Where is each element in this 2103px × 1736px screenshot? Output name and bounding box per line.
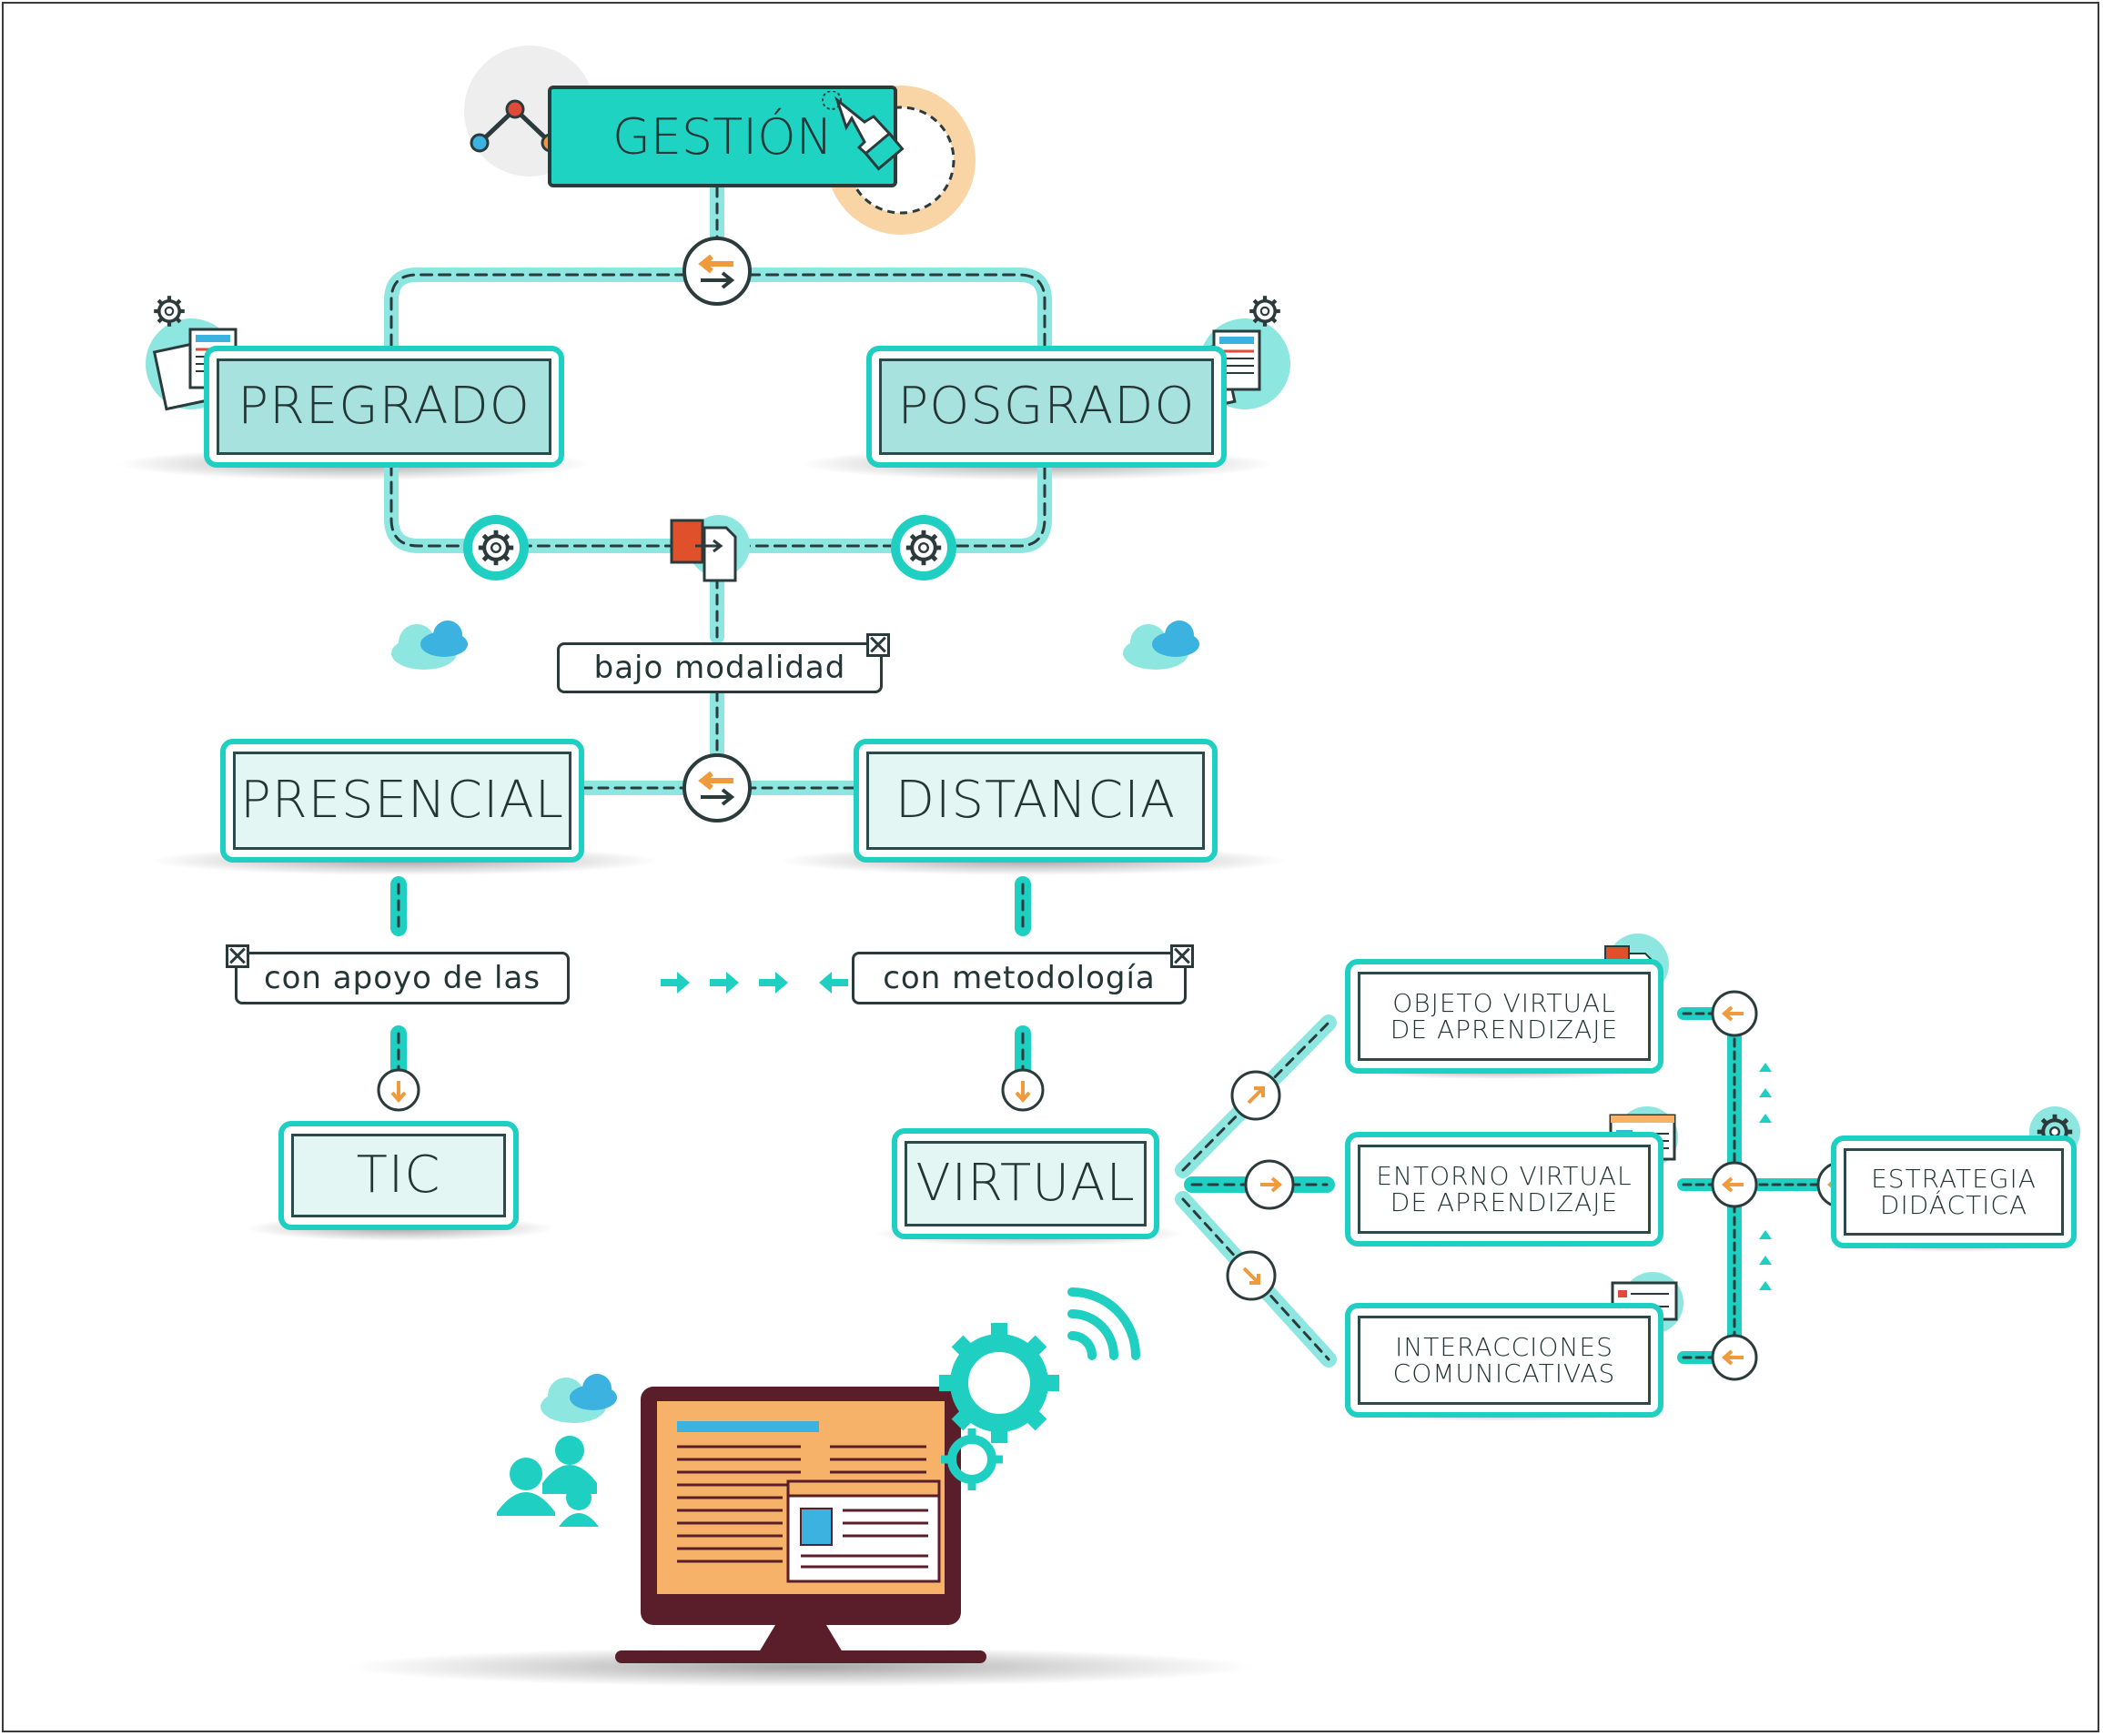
pregrado-node[interactable]: PREGRADO (204, 346, 564, 468)
cloud-icon (391, 621, 468, 670)
entorno-virtual-label: ENTORNO VIRTUAL DE APRENDIZAJE (1358, 1145, 1651, 1234)
up-arrows-decor (1759, 1063, 1772, 1290)
gear-icon (941, 1428, 1003, 1490)
entorno-virtual-node[interactable]: ENTORNO VIRTUAL DE APRENDIZAJE (1345, 1132, 1663, 1246)
direction-arrow-icon (1230, 1070, 1281, 1121)
tic-label: TIC (291, 1134, 506, 1217)
gear-icon (1249, 296, 1280, 327)
close-icon (866, 633, 890, 657)
transfer-file-icon (670, 515, 750, 582)
posgrado-label: POSGRADO (879, 358, 1214, 455)
presencial-node[interactable]: PRESENCIAL (220, 739, 584, 863)
connector-con-metodologia: con metodología (852, 952, 1187, 1004)
cloud-icon (541, 1374, 617, 1423)
down-arrow-icon (377, 1068, 420, 1112)
down-arrow-icon (1001, 1068, 1045, 1112)
close-icon (1170, 944, 1194, 968)
interacciones-label: INTERACCIONES COMUNICATIVAS (1358, 1316, 1651, 1405)
tic-node[interactable]: TIC (278, 1121, 519, 1230)
left-arrow-icon (1711, 1334, 1758, 1381)
left-arrow-icon (1711, 990, 1758, 1037)
gear-icon (939, 1323, 1059, 1443)
direction-arrow-icon (1226, 1250, 1277, 1301)
interacciones-node[interactable]: INTERACCIONES COMUNICATIVAS (1345, 1303, 1663, 1418)
distancia-node[interactable]: DISTANCIA (854, 739, 1218, 863)
estrategia-label: ESTRATEGIA DIDÁCTICA (1844, 1148, 2064, 1236)
monitor-icon (615, 1387, 986, 1663)
objeto-virtual-node[interactable]: OBJETO VIRTUAL DE APRENDIZAJE (1345, 959, 1663, 1074)
gear-icon (891, 515, 956, 580)
cloud-icon (1123, 621, 1199, 670)
swap-arrows-icon (682, 753, 752, 823)
estrategia-node[interactable]: ESTRATEGIA DIDÁCTICA (1831, 1135, 2077, 1248)
posgrado-node[interactable]: POSGRADO (866, 346, 1227, 468)
virtual-node[interactable]: VIRTUAL (892, 1128, 1159, 1239)
presencial-label: PRESENCIAL (233, 752, 571, 850)
wifi-icon (1067, 1287, 1140, 1360)
gear-icon (154, 296, 185, 327)
right-arrow-icon (1244, 1159, 1295, 1210)
objeto-virtual-label: OBJETO VIRTUAL DE APRENDIZAJE (1358, 972, 1651, 1061)
users-icon (497, 1436, 599, 1527)
connector-bajo-modalidad: bajo modalidad (557, 642, 883, 693)
left-arrow-icon (1711, 1161, 1758, 1208)
connector-con-apoyo: con apoyo de las (235, 952, 570, 1004)
pregrado-label: PREGRADO (217, 358, 551, 455)
swap-arrows-icon (682, 237, 752, 306)
distancia-label: DISTANCIA (866, 752, 1205, 850)
close-icon (226, 944, 249, 968)
virtual-label: VIRTUAL (905, 1141, 1147, 1226)
gear-icon (463, 515, 529, 580)
hand-pointer-icon (822, 91, 905, 171)
